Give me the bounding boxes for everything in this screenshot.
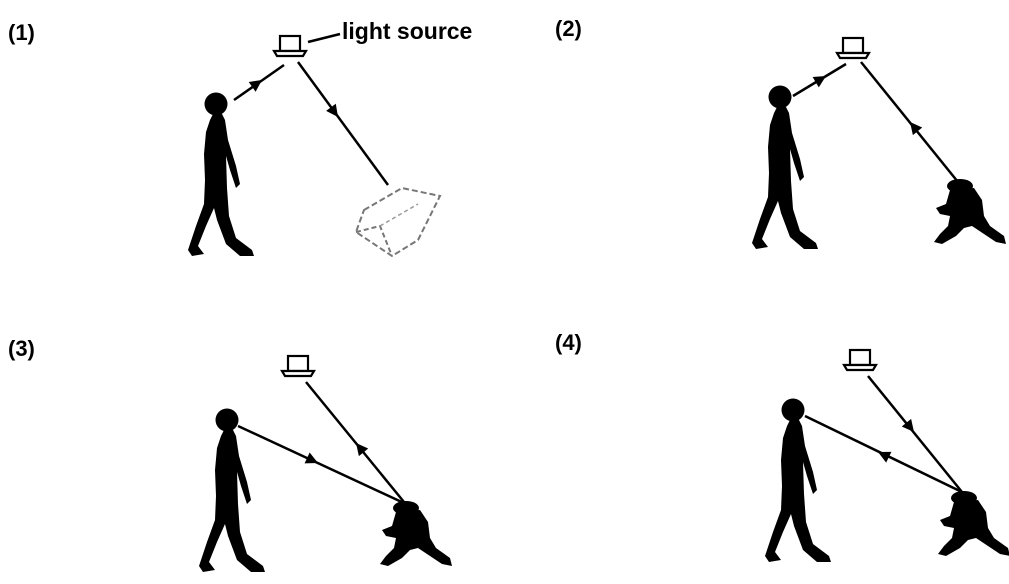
panel-4 [765, 348, 1009, 562]
panel-1-label: (1) [8, 20, 35, 45]
light-ray [867, 375, 963, 493]
arrow-icon [304, 452, 321, 469]
light-ray [860, 61, 959, 183]
panel-1 [188, 32, 442, 258]
panel-2-label: (2) [555, 16, 582, 41]
light-ray [296, 61, 390, 186]
person-icon [188, 92, 254, 256]
panel-3 [199, 354, 452, 572]
arrow-icon [812, 70, 830, 88]
arrow-icon [875, 446, 892, 463]
book-icon [354, 186, 442, 258]
label-leader-line [307, 32, 341, 44]
light-source-icon [842, 348, 878, 372]
light-ray [237, 424, 407, 506]
child-icon [380, 501, 452, 566]
child-icon [938, 491, 1009, 556]
light-source-label: light source [342, 18, 473, 44]
panel-4-label: (4) [555, 330, 582, 355]
panel-2 [752, 36, 1006, 249]
light-source-icon [280, 354, 316, 378]
person-icon [752, 85, 818, 249]
light-source-icon [835, 36, 871, 60]
child-icon [934, 179, 1006, 244]
panel-3-label: (3) [8, 336, 35, 361]
light-ray [305, 381, 405, 503]
light-source-icon [272, 34, 308, 58]
